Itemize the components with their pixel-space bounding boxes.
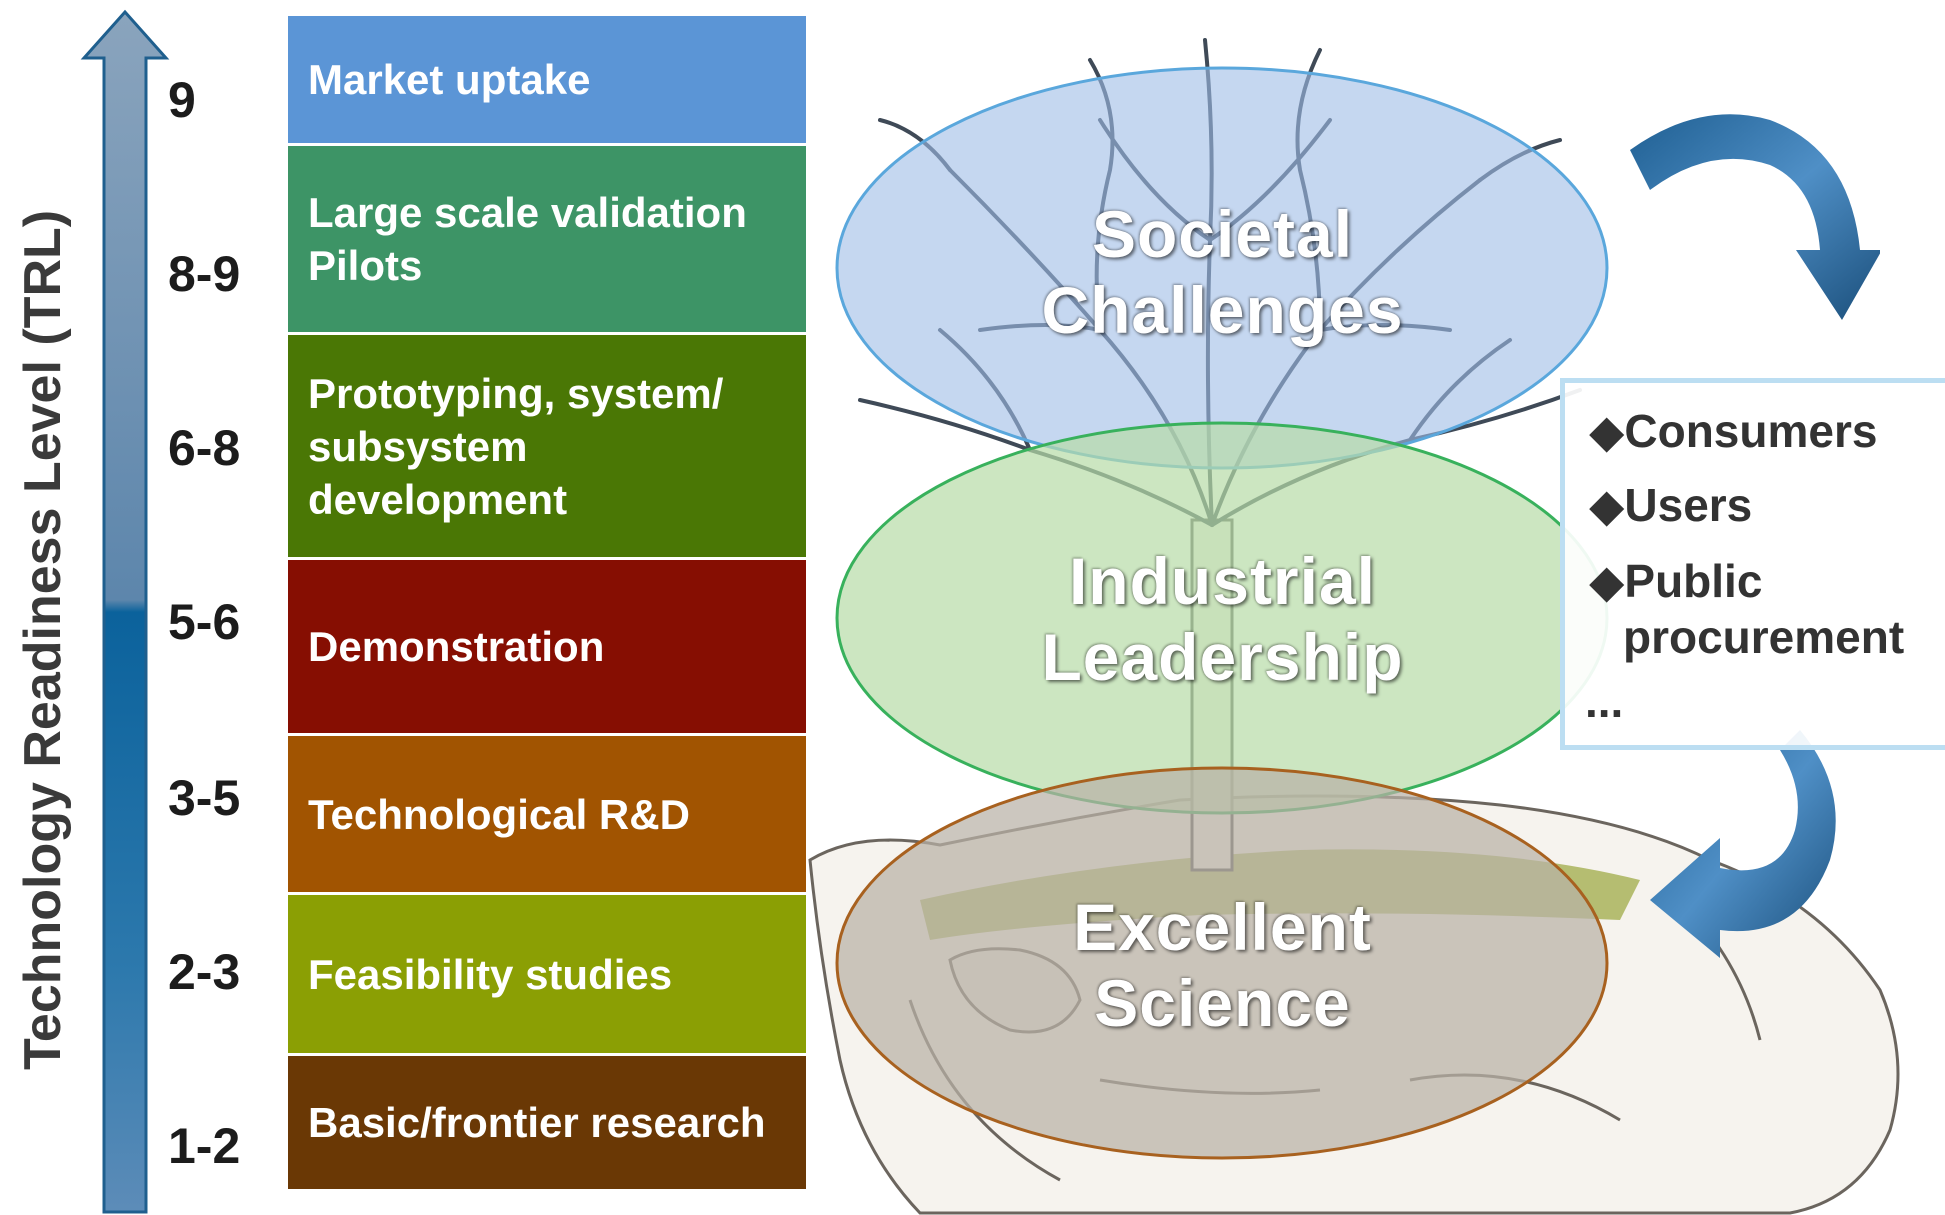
stage-label: Market uptake <box>308 56 591 103</box>
level-2-3: 2-3 <box>168 944 241 1000</box>
stage-basic-research: Basic/frontier research <box>288 1056 806 1189</box>
level-1-2: 1-2 <box>168 1118 241 1174</box>
pillar-ellipse-science <box>835 766 1609 1160</box>
tree-illustration <box>808 38 1900 1215</box>
stage-label: Demonstration <box>308 623 605 670</box>
stage-demonstration: Demonstration <box>288 560 806 733</box>
curved-arrow-bottom-icon <box>1650 730 1836 958</box>
stage-feasibility-studies: Feasibility studies <box>288 895 806 1053</box>
stakeholder-ellipsis: ... <box>1585 675 1624 727</box>
stakeholder-users: ◆Users <box>1589 479 1753 531</box>
stage-technological-rd: Technological R&D <box>288 736 806 892</box>
stage-label: Technological R&D <box>308 790 690 838</box>
curved-arrow-top-icon <box>1630 114 1880 320</box>
stage-label: Feasibility studies <box>308 950 673 998</box>
stakeholder-public-procurement: ◆Public procurement <box>1589 555 1905 663</box>
level-5-6: 5-6 <box>168 594 241 650</box>
diamond-bullet-icon: ◆ <box>1589 555 1625 607</box>
curved-arrow-icons <box>1630 114 1880 958</box>
diamond-bullet-icon: ◆ <box>1589 405 1625 457</box>
trl-axis-label: Technology Readiness Level (TRL) <box>14 209 72 1070</box>
level-3-5: 3-5 <box>168 770 241 826</box>
trl-arrow <box>80 9 170 1214</box>
stakeholders-box: ◆Consumers ◆Users ◆Public procurement ..… <box>1560 378 1945 750</box>
stakeholder-consumers: ◆Consumers <box>1589 405 1878 457</box>
diamond-bullet-icon: ◆ <box>1589 479 1625 531</box>
level-6-8: 6-8 <box>168 420 241 476</box>
level-8-9: 8-9 <box>168 246 241 302</box>
stage-market-uptake: Market uptake <box>288 16 806 143</box>
level-9: 9 <box>168 72 196 128</box>
stage-label: Basic/frontier research <box>308 1099 766 1146</box>
